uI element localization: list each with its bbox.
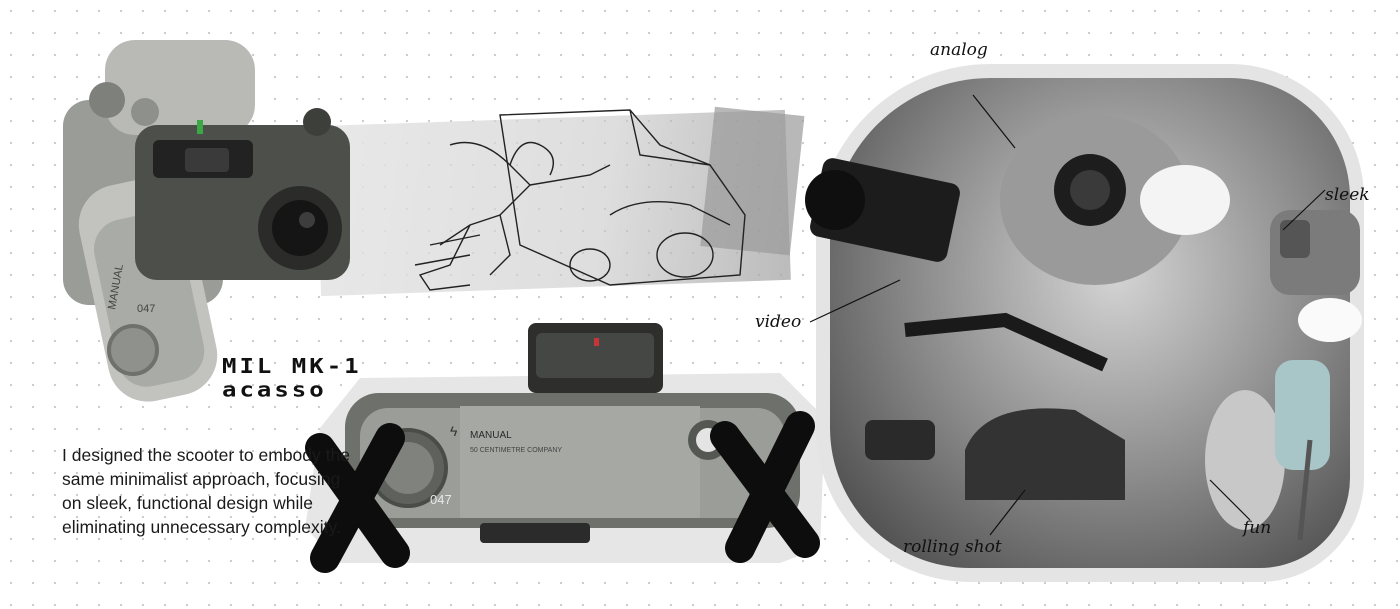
annotation-sleek: sleek [1325, 185, 1370, 205]
counter-label: 047 [430, 492, 452, 507]
camera-subtext: 50 CENTIMETRE COMPANY [470, 447, 562, 454]
car-sketch [414, 109, 746, 291]
product-title-line1: MIL MK-1 [222, 354, 362, 378]
camera-render-stack: MANUAL 047 [63, 40, 350, 402]
product-title: MIL MK-1 acasso [222, 354, 372, 402]
camera-top-view: MANUAL 50 CENTIMETRE COMPANY 047 ϟ [305, 323, 825, 573]
collage-figures [805, 94, 1362, 541]
design-description: I designed the scooter to embody the sam… [62, 445, 350, 537]
cross-out-mark-left [305, 423, 410, 573]
flash-icon: ϟ [450, 423, 458, 439]
camera-brand-label: MANUAL [470, 430, 512, 441]
product-title-line2: acasso [222, 378, 327, 402]
annotation-analog: analog [930, 40, 988, 60]
counter-label-small: 047 [137, 303, 155, 315]
annotation-rolling-shot: rolling shot [903, 537, 1002, 557]
annotation-video: video [755, 312, 802, 332]
cross-out-mark-right [710, 411, 820, 563]
annotation-fun: fun [1243, 518, 1272, 538]
